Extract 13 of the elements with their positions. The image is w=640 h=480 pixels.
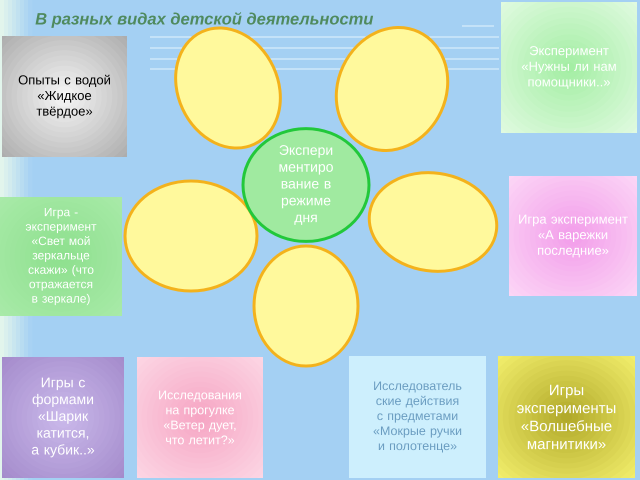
activity-card: Игра эксперимент «А варежки последние»	[509, 176, 637, 296]
activity-card: Игра - эксперимент «Свет мой зеркальце скажи» (что отражается в зеркале)	[0, 197, 122, 316]
petal	[124, 180, 258, 292]
petal	[252, 244, 360, 368]
activity-card: Исследования на прогулке «Ветер дует, что летит?»	[137, 357, 263, 478]
activity-card: Опыты с водой «Жидкое твёрдое»	[2, 36, 127, 157]
activity-card: Игры с формами «Шарик катится, а кубик..»	[2, 357, 124, 478]
petal	[368, 171, 498, 273]
activity-card: Игры эксперименты «Волшебные магнитики»	[498, 356, 635, 478]
activity-card: Исследователь ские действия с предметами «Мокрые ручки и полотенце»	[349, 356, 486, 478]
title: В разных видах детской деятельности	[35, 12, 374, 28]
petal	[334, 26, 450, 152]
activity-card: Эксперимент «Нужны ли нам помощники..»	[501, 2, 637, 133]
